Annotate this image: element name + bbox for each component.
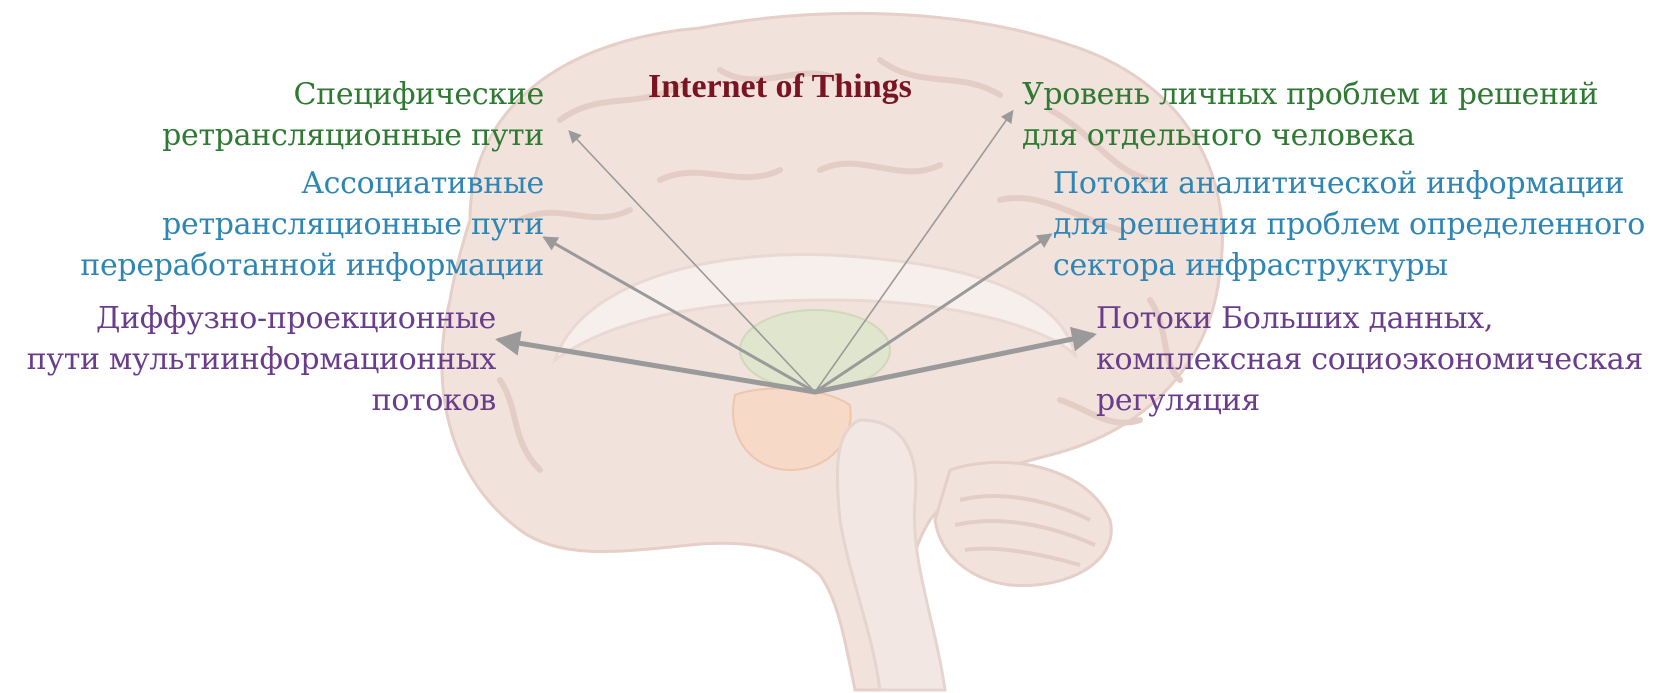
label-line: Потоки аналитической информации [1053, 163, 1645, 204]
label-line: Специфические [162, 74, 544, 115]
arrow-specific [570, 132, 815, 392]
label-diffuse-pathways: Диффузно-проекционные пути мультиинформа… [27, 298, 496, 421]
label-line: ретрансляционные пути [162, 115, 544, 156]
label-line: комплексная социоэкономическая [1096, 339, 1643, 380]
label-line: сектора инфраструктуры [1053, 245, 1645, 286]
label-analytic-flows: Потоки аналитической информации для реше… [1053, 163, 1645, 286]
label-line: для решения проблем определенного [1053, 204, 1645, 245]
arrow-personal [815, 112, 1012, 392]
label-line: переработанной информации [80, 245, 544, 286]
label-line: пути мультиинформационных [27, 339, 496, 380]
label-line: для отдельного человека [1022, 115, 1598, 156]
diagram-title: Internet of Things [648, 68, 912, 106]
label-personal-level: Уровень личных проблем и решений для отд… [1022, 74, 1598, 156]
label-line: потоков [27, 380, 496, 421]
label-line: Диффузно-проекционные [27, 298, 496, 339]
label-line: регуляция [1096, 380, 1643, 421]
label-associative-pathways: Ассоциативные ретрансляционные пути пере… [80, 163, 544, 286]
label-line: ретрансляционные пути [80, 204, 544, 245]
label-line: Ассоциативные [80, 163, 544, 204]
label-specific-pathways: Специфические ретрансляционные пути [162, 74, 544, 156]
label-line: Уровень личных проблем и решений [1022, 74, 1598, 115]
label-line: Потоки Больших данных, [1096, 298, 1643, 339]
label-big-data-flows: Потоки Больших данных, комплексная социо… [1096, 298, 1643, 421]
